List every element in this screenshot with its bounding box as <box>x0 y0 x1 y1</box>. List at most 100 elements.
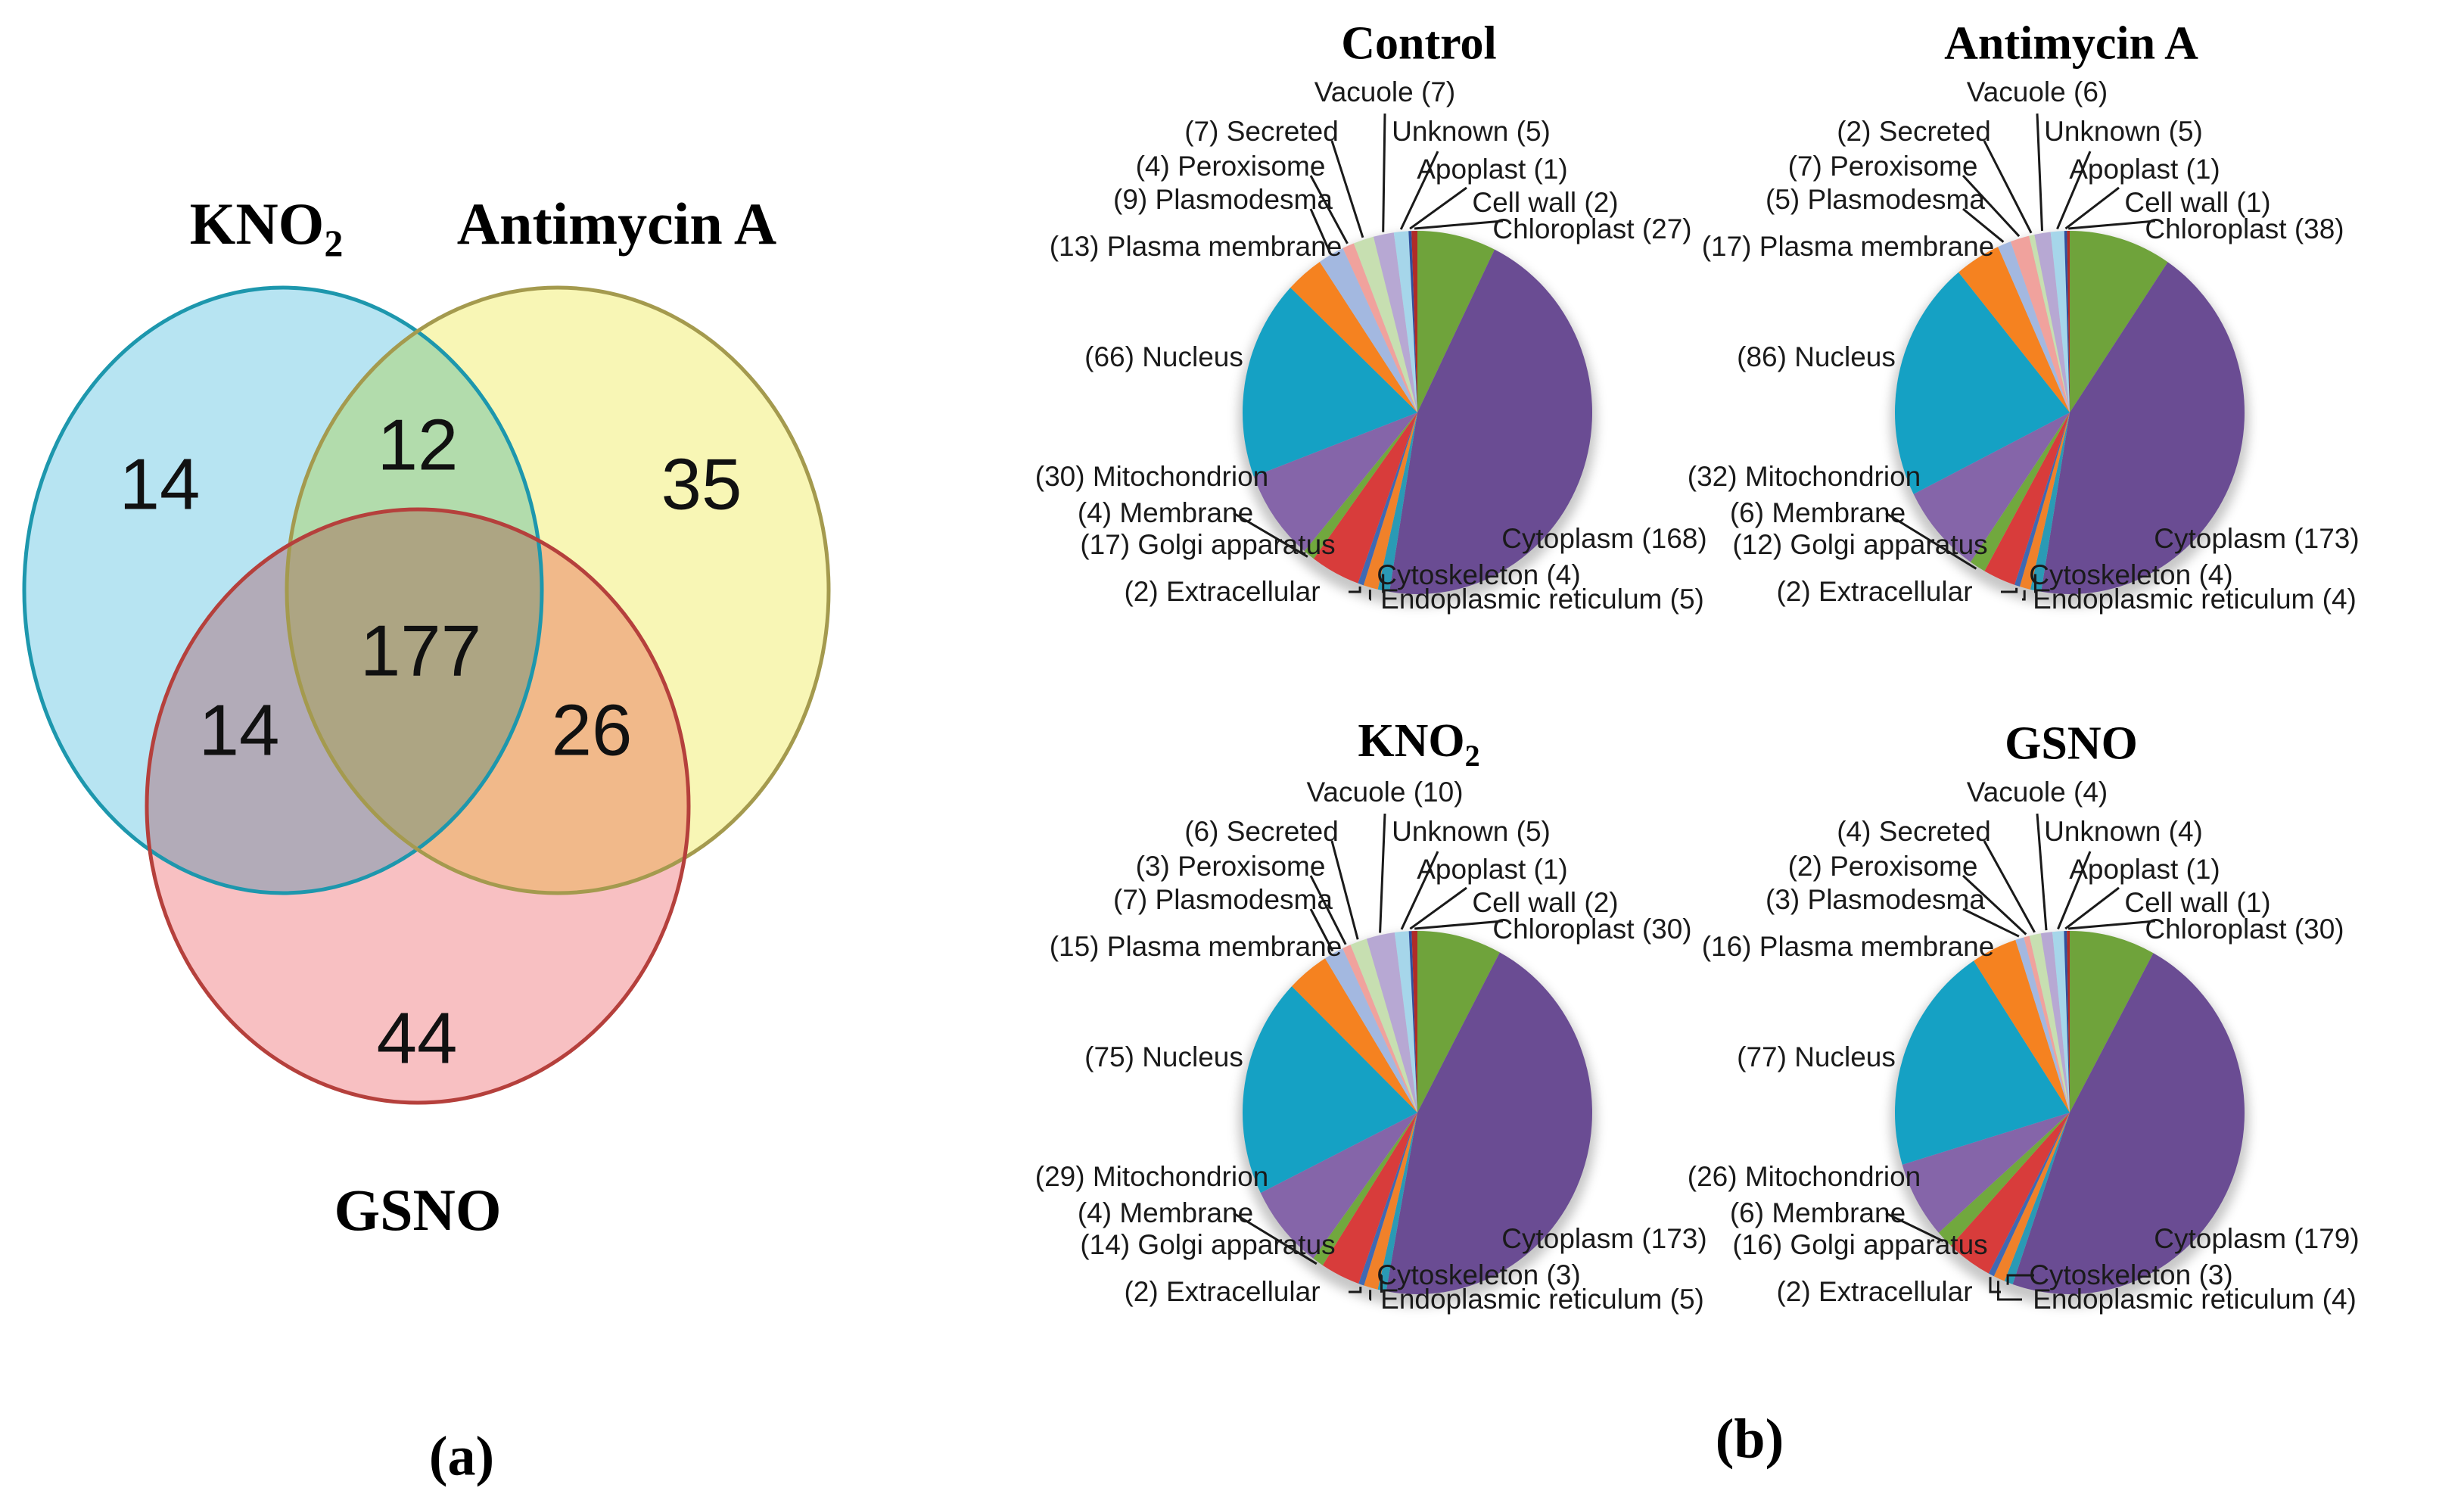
slice-nucleus <box>1243 288 1417 477</box>
slice-secreted <box>2029 234 2070 412</box>
pie-title-gsno: GSNO <box>2005 717 2138 770</box>
label-unknown: Unknown (4) <box>2044 816 2203 848</box>
label-cytoskeleton: Cytoskeleton (3) <box>1377 1259 1581 1291</box>
venn-count-kno2-gsno: 14 <box>199 690 280 771</box>
label-plasma-membrane: (16) Plasma membrane <box>1701 931 1995 963</box>
slice-endoplasmic-reticulum <box>1363 412 1417 590</box>
label-mitochondrion: (32) Mitochondrion <box>1687 461 1921 493</box>
slice-vacuole <box>1373 232 1417 412</box>
label-unknown: Unknown (5) <box>1392 816 1551 848</box>
slice-secreted <box>1350 938 1417 1113</box>
label-extracellular: (2) Extracellular <box>1124 576 1321 608</box>
leader-membrane <box>1233 512 1308 558</box>
venn-diagram: KNO2 Antimycin A GSNO 14 12 35 177 14 26… <box>22 191 831 1243</box>
venn-count-antimycin-gsno: 26 <box>552 690 633 771</box>
slice-mitochondrion <box>1253 412 1417 552</box>
slice-mitochondrion <box>1260 1113 1417 1259</box>
label-nucleus: (75) Nucleus <box>1084 1041 1243 1073</box>
leader-plasmodesma <box>1309 908 1334 952</box>
label-cell-wall: Cell wall (1) <box>2124 187 2271 219</box>
label-cytoskeleton: Cytoskeleton (4) <box>1377 559 1581 591</box>
slice-plasmodesma <box>2015 937 2070 1113</box>
leader-cell-wall <box>2068 219 2156 230</box>
slice-secreted <box>1353 236 1417 412</box>
label-plasma-membrane: (13) Plasma membrane <box>1049 231 1342 263</box>
leader-apoplast <box>2064 186 2120 230</box>
label-unknown: Unknown (5) <box>2044 116 2203 148</box>
label-golgi-apparatus: (17) Golgi apparatus <box>1080 529 1336 561</box>
leader-secreted <box>1983 840 2036 933</box>
slice-peroxisome <box>1342 243 1417 412</box>
leader-cell-wall <box>2067 920 2156 930</box>
slice-apoplast <box>1408 231 1417 412</box>
label-vacuole: Vacuole (7) <box>1314 76 1456 108</box>
leader-secreted <box>1983 140 2033 234</box>
label-apoplast: Apoplast (1) <box>1417 854 1568 886</box>
label-membrane: (4) Membrane <box>1077 497 1254 529</box>
slice-peroxisome <box>1342 945 1417 1113</box>
slice-golgi-apparatus <box>1984 412 2070 585</box>
slice-chloroplast <box>1417 231 1495 412</box>
leader-peroxisome <box>1962 874 2027 935</box>
label-plasma-membrane: (15) Plasma membrane <box>1049 931 1342 963</box>
leader-unknown <box>1400 851 1439 930</box>
label-mitochondrion: (30) Mitochondrion <box>1034 461 1269 493</box>
slice-extracellular <box>1358 1113 1417 1286</box>
label-plasmodesma: (7) Plasmodesma <box>1113 884 1333 916</box>
label-secreted: (7) Secreted <box>1184 116 1339 148</box>
leader-secreted <box>1330 840 1359 940</box>
slice-apoplast <box>1408 931 1417 1113</box>
slice-extracellular <box>1988 1113 2070 1277</box>
label-cytoplasm: Cytoplasm (168) <box>1501 523 1707 555</box>
leader-membrane <box>1885 1212 1944 1243</box>
slice-unknown <box>1393 231 1417 412</box>
pie-title-kno2: KNO2 <box>1358 714 1480 774</box>
label-peroxisome: (2) Peroxisome <box>1787 851 1978 882</box>
venn-outline-kno2 <box>22 285 544 895</box>
slice-plasma-membrane <box>1958 247 2070 412</box>
leader-cell-wall <box>1414 219 1504 230</box>
slice-vacuole <box>2034 232 2070 412</box>
slice-unknown <box>1394 931 1417 1113</box>
slice-extracellular <box>1358 412 1417 586</box>
leader-extracellular <box>1349 1287 1362 1293</box>
leader-peroxisome <box>1309 175 1349 244</box>
leader-cytoskeleton <box>1380 1274 1383 1293</box>
slice-plasma-membrane <box>1290 261 1417 412</box>
slice-unknown <box>2052 931 2070 1113</box>
label-cytoplasm: Cytoplasm (173) <box>1501 1223 1707 1255</box>
leader-cytoskeleton <box>2034 574 2036 593</box>
leader-peroxisome <box>1962 174 2021 238</box>
label-membrane: (4) Membrane <box>1077 1197 1254 1229</box>
label-secreted: (2) Secreted <box>1837 116 1991 148</box>
caption-b: (b) <box>1715 1408 1784 1471</box>
slice-membrane <box>1304 412 1417 559</box>
leader-membrane <box>1885 512 1977 570</box>
slice-secreted <box>2029 933 2070 1113</box>
slice-mitochondrion <box>1902 1113 2070 1233</box>
slice-plasma-membrane <box>1974 939 2070 1113</box>
slice-nucleus <box>1894 960 2070 1165</box>
label-plasmodesma: (3) Plasmodesma <box>1766 884 1985 916</box>
slice-peroxisome <box>2010 235 2070 412</box>
venn-title-gsno: GSNO <box>334 1177 501 1243</box>
label-cytoskeleton: Cytoskeleton (3) <box>2029 1259 2233 1291</box>
label-apoplast: Apoplast (1) <box>1417 154 1568 185</box>
slice-plasmodesma <box>1319 247 1417 412</box>
slice-vacuole <box>2040 932 2070 1113</box>
venn-count-kno2-only: 14 <box>120 444 201 525</box>
label-plasma-membrane: (17) Plasma membrane <box>1701 231 1995 263</box>
slice-extracellular <box>2014 412 2070 587</box>
venn-outline-antimycin-a <box>285 285 831 895</box>
label-membrane: (6) Membrane <box>1729 497 1906 529</box>
leader-endoplasmic-reticulum <box>2022 590 2026 601</box>
leader-unknown <box>2056 151 2092 230</box>
leader-cytoskeleton <box>2006 1274 2034 1285</box>
venn-count-kno2-antimycin: 12 <box>378 405 459 486</box>
slice-plasmodesma <box>1998 241 2070 412</box>
slice-cytoskeleton <box>1377 412 1417 592</box>
leader-vacuole <box>1379 813 1386 933</box>
slice-golgi-apparatus <box>1322 1113 1417 1284</box>
label-chloroplast: Chloroplast (27) <box>1492 213 1692 245</box>
